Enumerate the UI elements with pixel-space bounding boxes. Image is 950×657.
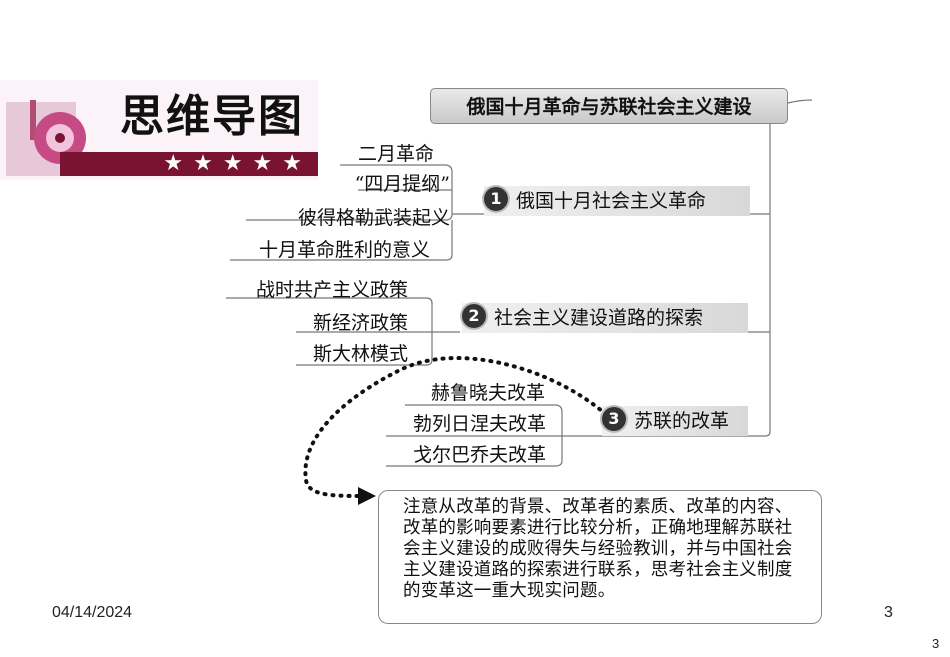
stars-row: ★★★★★ bbox=[60, 152, 318, 176]
branch-1-node: 1 俄国十月社会主义革命 bbox=[484, 186, 750, 216]
number-3-icon: 3 bbox=[602, 407, 626, 431]
leaf-october-significance: 十月革命胜利的意义 bbox=[258, 239, 430, 261]
mindmap-root: 俄国十月革命与苏联社会主义建设 bbox=[430, 88, 788, 124]
leaf-feb-revolution: 二月革命 bbox=[357, 143, 434, 165]
number-1-icon: 1 bbox=[484, 187, 508, 211]
leaf-april-theses: “四月提纲” bbox=[354, 173, 450, 195]
leaf-brezhnev: 勃列日涅夫改革 bbox=[412, 413, 546, 435]
leaf-petrograd-uprising: 彼得格勒武装起义 bbox=[297, 207, 450, 229]
note-box: 注意从改革的背景、改革者的素质、改革的内容、改革的影响要素进行比较分析，正确地理… bbox=[378, 490, 822, 624]
footer-date: 04/14/2024 bbox=[52, 604, 133, 621]
footer-page-number: 3 bbox=[884, 604, 893, 621]
banner-title: 思维导图 bbox=[120, 91, 304, 142]
branch-1-label: 俄国十月社会主义革命 bbox=[516, 190, 707, 212]
number-2-icon: 2 bbox=[462, 304, 486, 328]
leaf-war-communism: 战时共产主义政策 bbox=[255, 279, 408, 301]
leaf-stalin-model: 斯大林模式 bbox=[312, 343, 408, 365]
branch-3-node: 3 苏联的改革 bbox=[602, 406, 748, 436]
mindmap-banner: 思维导图 ★★★★★ bbox=[0, 80, 318, 180]
leaf-nep: 新经济政策 bbox=[312, 312, 408, 334]
leaf-khrushchev: 赫鲁晓夫改革 bbox=[430, 382, 545, 404]
branch-3-label: 苏联的改革 bbox=[634, 410, 730, 432]
corner-page-number: 3 bbox=[932, 636, 940, 651]
leaf-gorbachev: 戈尔巴乔夫改革 bbox=[412, 444, 546, 466]
branch-2-label: 社会主义建设道路的探索 bbox=[494, 307, 704, 329]
branch-2-node: 2 社会主义建设道路的探索 bbox=[462, 303, 748, 333]
